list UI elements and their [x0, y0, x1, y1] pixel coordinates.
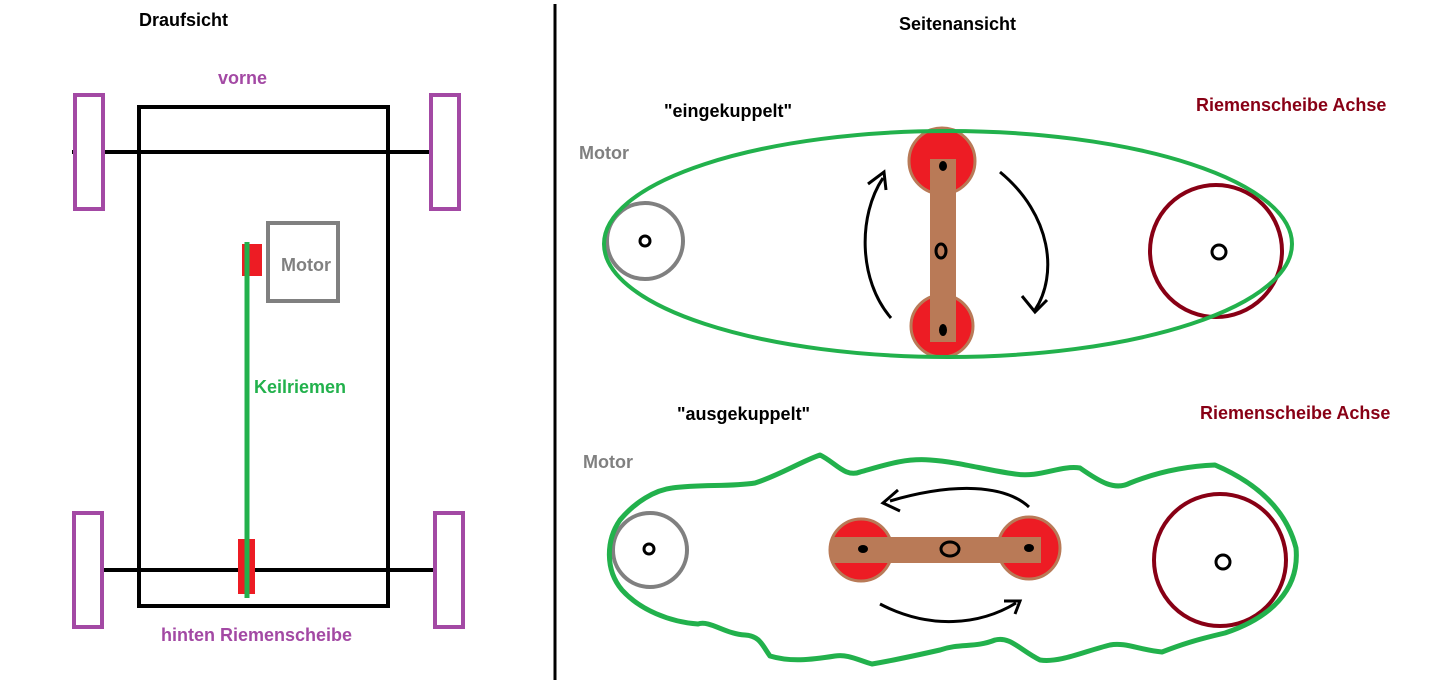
dot-left [858, 545, 868, 553]
tension-arm-vertical [930, 159, 956, 342]
rotation-arrowhead-left [867, 169, 888, 191]
wheel-rear-left [72, 511, 104, 629]
rotation-arrow-top [889, 486, 1031, 509]
wheel-rear-right [433, 511, 465, 629]
wheel-front-left [73, 93, 105, 211]
side-view-title: Seitenansicht [899, 14, 1017, 34]
motor-pulley-disengaged [611, 511, 689, 589]
disengaged-motor-label: Motor [583, 452, 633, 472]
rotation-arrow-right [999, 170, 1050, 311]
engaged-state-label: "eingekuppelt" [664, 101, 793, 121]
motor-box [266, 221, 340, 303]
top-motor-label: Motor [281, 255, 331, 275]
disengaged-axle-pulley-label: Riemenscheibe Achse [1200, 403, 1391, 423]
pivot-engaged [934, 242, 948, 260]
engaged-drawing [602, 126, 1294, 359]
wheel-front-right [429, 93, 461, 211]
axle-shaft-disengaged [1214, 553, 1232, 571]
rotation-arrowhead-top [880, 488, 901, 513]
belt-label: Keilriemen [254, 377, 347, 397]
front-label: vorne [218, 68, 268, 88]
motor-shaft-disengaged [642, 542, 656, 556]
rotation-arrow-bottom [879, 601, 1017, 624]
rotation-arrowhead-right [1020, 295, 1049, 315]
top-view-title: Draufsicht [139, 10, 229, 30]
top-view-drawing [72, 93, 465, 629]
engaged-axle-pulley-label: Riemenscheibe Achse [1196, 95, 1387, 115]
dot-upper [939, 161, 947, 171]
disengaged-drawing [606, 452, 1299, 667]
dot-lower [939, 324, 947, 336]
axle-pulley-engaged [1148, 183, 1284, 319]
dot-right [1024, 544, 1034, 552]
motor-pulley-engaged [605, 201, 685, 281]
engaged-motor-label: Motor [579, 143, 629, 163]
axle-shaft-engaged [1210, 243, 1228, 261]
rotation-arrowhead-bottom [1004, 599, 1023, 615]
rear-label: hinten Riemenscheibe [161, 625, 353, 645]
pivot-disengaged [939, 540, 961, 558]
belt-engaged [602, 129, 1294, 359]
rotation-arrow-left [863, 177, 893, 319]
axle-pulley-disengaged [1152, 492, 1288, 628]
motor-shaft-engaged [638, 234, 652, 248]
disengaged-state-label: "ausgekuppelt" [677, 404, 811, 424]
vehicle-frame [137, 105, 390, 608]
belt-slack-disengaged [606, 452, 1299, 667]
